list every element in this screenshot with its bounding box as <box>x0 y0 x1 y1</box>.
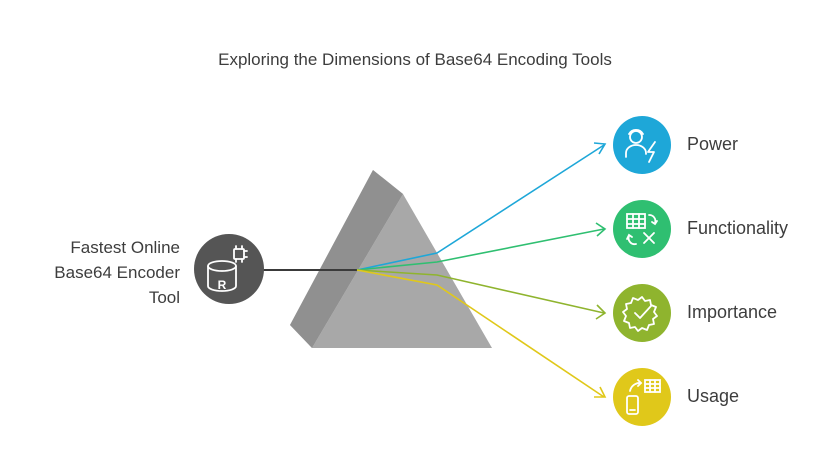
output-node-importance <box>613 284 671 342</box>
output-label-usage: Usage <box>687 386 740 406</box>
person-lightning-icon <box>625 128 656 163</box>
output-label-functionality: Functionality <box>687 218 789 238</box>
svg-text:R: R <box>218 278 227 292</box>
source-node: R <box>194 234 264 304</box>
beam-functionality <box>356 222 607 271</box>
output-label-importance: Importance <box>687 302 778 322</box>
beam-power <box>356 142 607 271</box>
beam-usage <box>356 269 607 398</box>
database-chip-icon: R <box>207 245 248 292</box>
output-node-power <box>613 116 671 174</box>
diagram-title: Exploring the Dimensions of Base64 Encod… <box>218 50 612 69</box>
gear-check-icon <box>622 296 658 332</box>
output-label-power: Power <box>687 134 739 154</box>
output-node-functionality <box>613 200 671 258</box>
source-label: Fastest Online Base64 Encoder Tool <box>54 238 180 307</box>
beam-importance <box>356 269 607 320</box>
spreadsheet-exchange-icon <box>626 213 658 246</box>
prism <box>290 170 492 348</box>
output-node-usage <box>613 368 671 426</box>
phone-spreadsheet-icon <box>626 379 661 415</box>
